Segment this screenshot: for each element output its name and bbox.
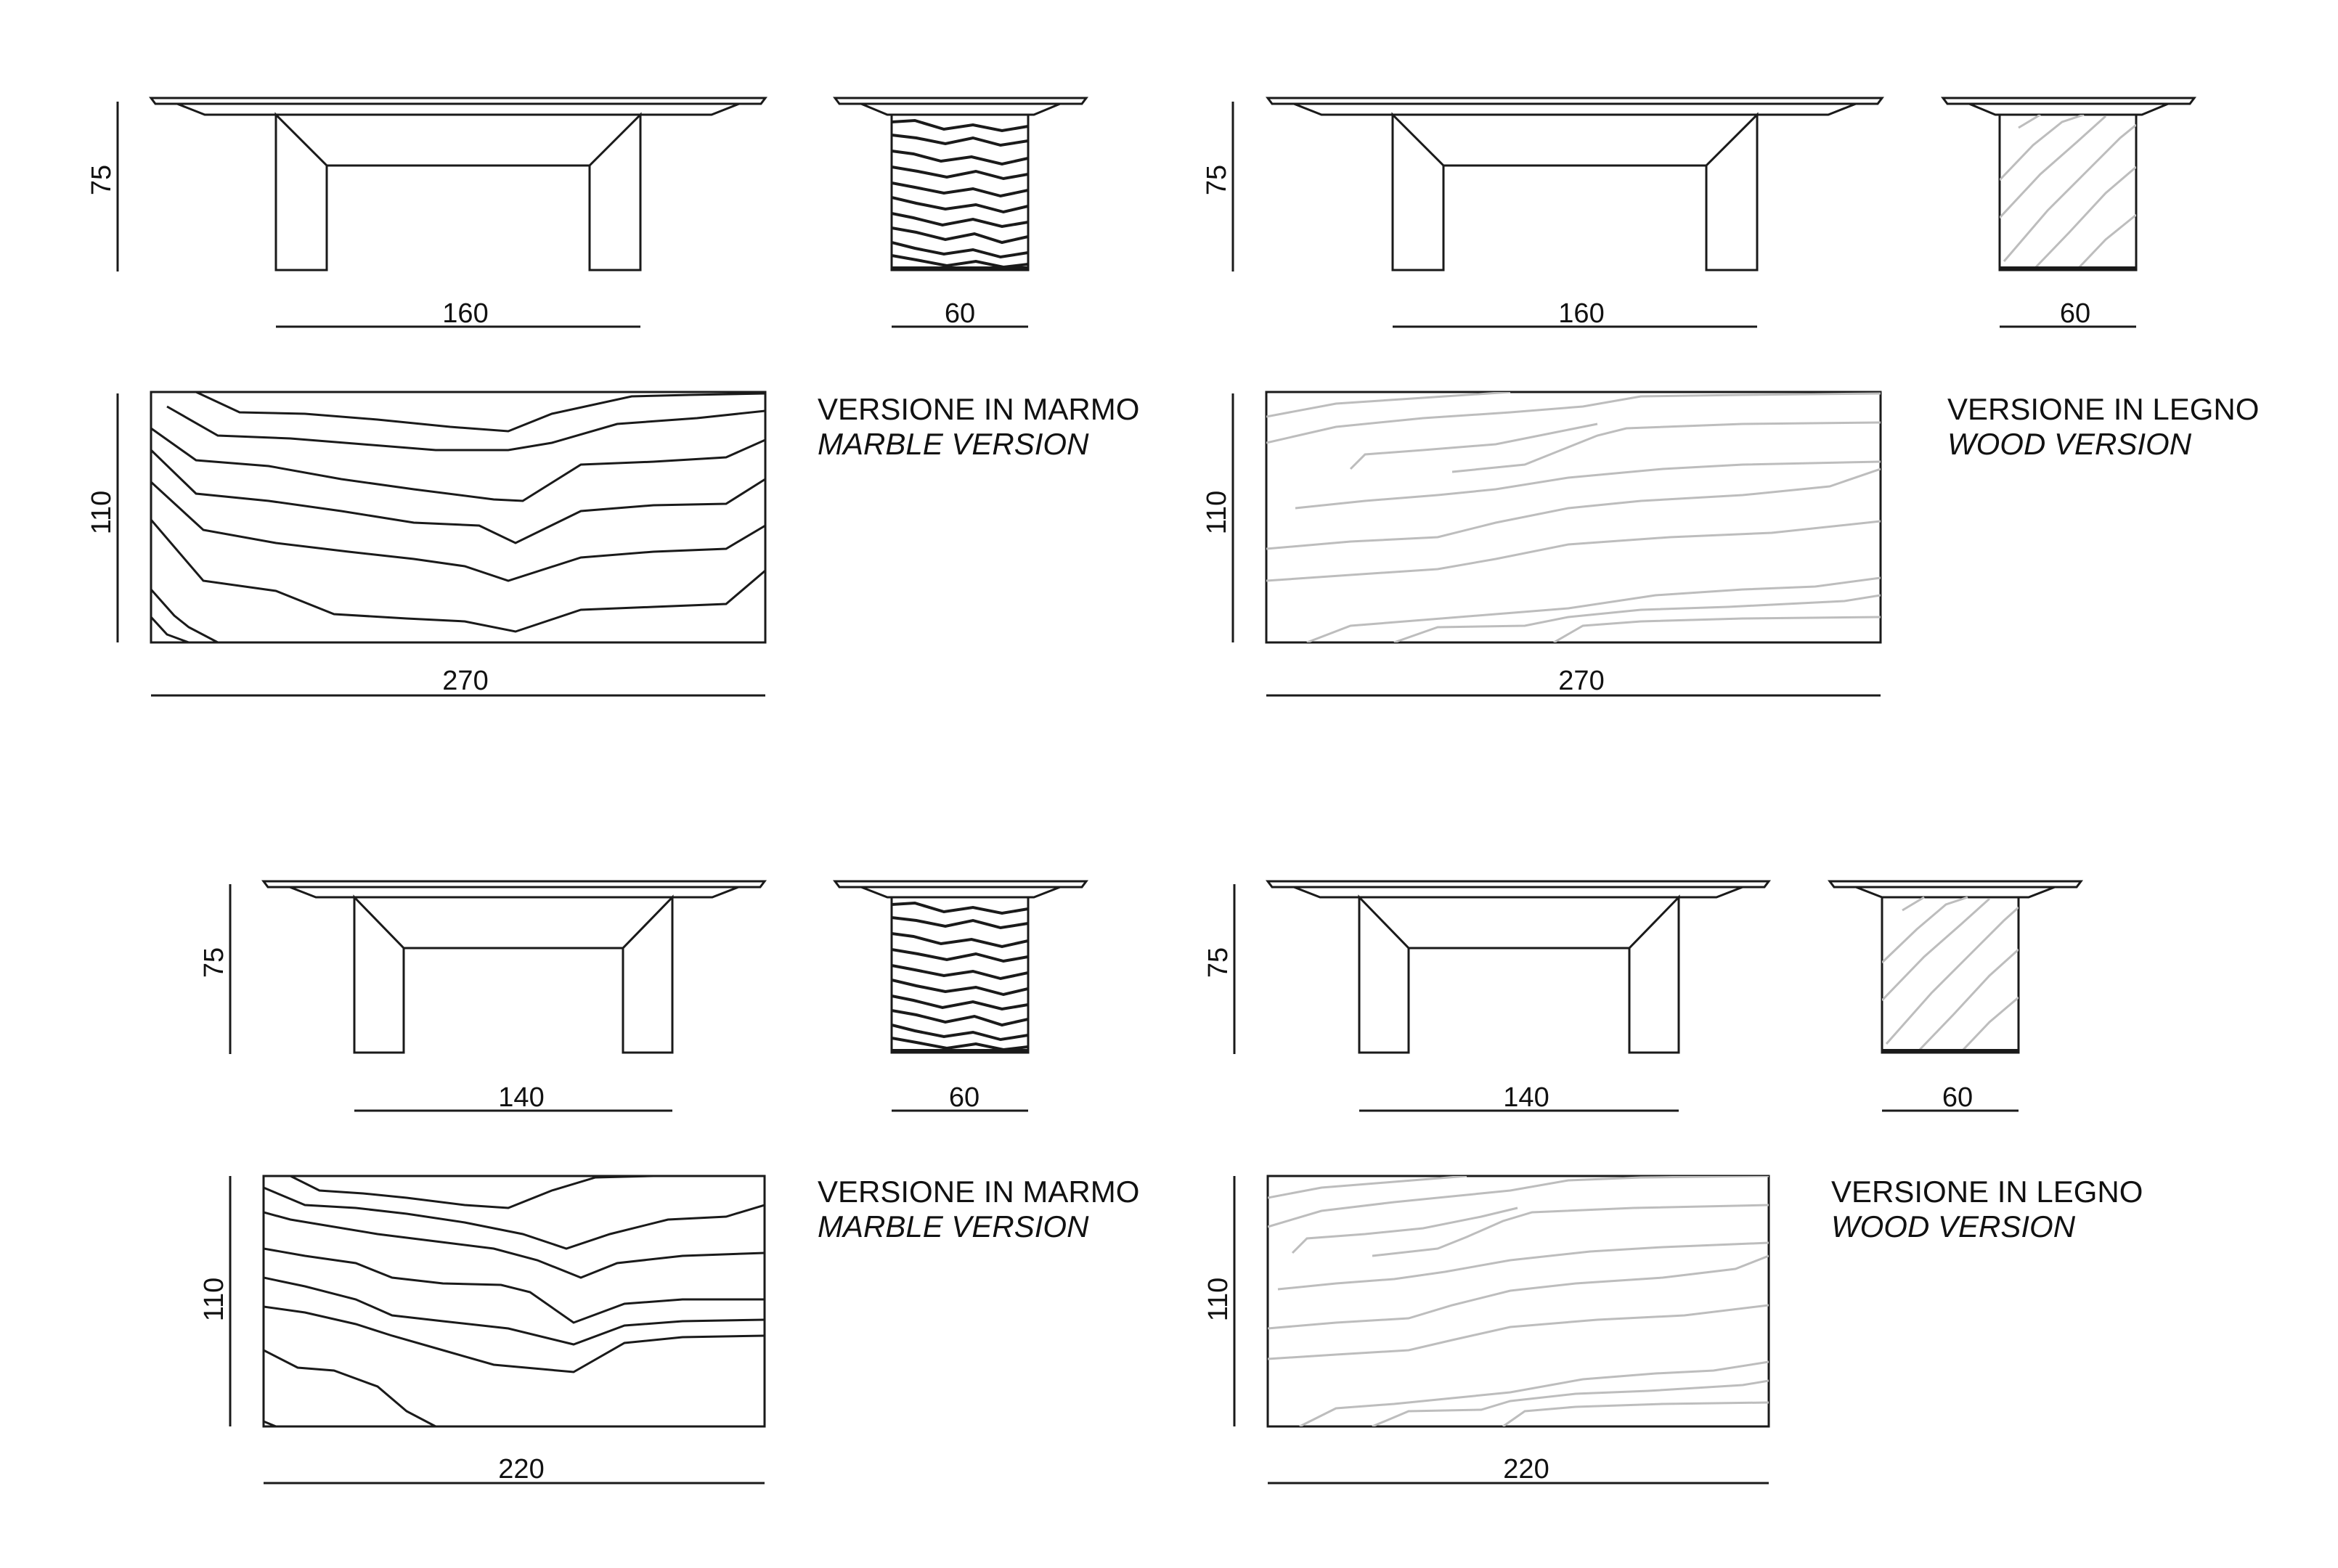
- wood-grain-top: [1266, 392, 1881, 642]
- side-top-edge: [1828, 880, 2083, 899]
- right-leg: [622, 894, 674, 1054]
- variant-wood-160: [1231, 97, 2196, 697]
- wood-grain-side: [1882, 897, 2019, 1052]
- left-leg: [1358, 894, 1410, 1054]
- left-leg: [1391, 112, 1445, 271]
- side-top-edge: [1941, 97, 2196, 116]
- wood-grain-side: [2000, 115, 2136, 270]
- side-leg-slab: [1998, 113, 2138, 271]
- variant-wood-140: [1233, 880, 2083, 1485]
- front-width-label: 140: [498, 1082, 544, 1113]
- height-label: 75: [199, 947, 229, 978]
- top-plan-view: [1266, 1175, 1770, 1428]
- wood-grain-top: [1268, 1176, 1769, 1426]
- left-leg: [353, 894, 405, 1054]
- side-depth-label: 60: [945, 298, 975, 329]
- height-label: 75: [86, 165, 117, 195]
- tabletop-plan: [1265, 391, 1882, 644]
- height-label: 75: [1203, 947, 1234, 978]
- tabletop-plan: [150, 391, 767, 644]
- top-depth-label: 110: [1202, 491, 1232, 535]
- tabletop-edge: [1266, 97, 1884, 116]
- caption-english: WOOD VERSION: [1831, 1209, 2076, 1244]
- caption-italian: VERSIONE IN MARMO: [818, 392, 1139, 426]
- front-width-label: 140: [1503, 1082, 1549, 1113]
- tabletop-edge: [149, 97, 767, 116]
- side-top-edge: [833, 880, 1088, 899]
- variant-wood-140-labels: 75 140 60 110 220 VERSIONE IN LEGNO WOOD…: [1203, 947, 2143, 1485]
- top-plan-view: [1265, 391, 1882, 644]
- tabletop-edge: [261, 880, 767, 899]
- front-elevation: [261, 880, 767, 1054]
- caption-italian: VERSIONE IN LEGNO: [1831, 1175, 2143, 1209]
- left-leg: [274, 112, 328, 271]
- side-depth-label: 60: [949, 1082, 979, 1113]
- side-top-edge: [833, 97, 1088, 116]
- front-width-label: 160: [442, 298, 488, 329]
- variant-marble-160-labels: 75 160 60 110 270 VERSIONE IN MARMO MARB…: [86, 165, 1139, 696]
- side-depth-label: 60: [2060, 298, 2090, 329]
- variant-marble-160: [116, 97, 1088, 697]
- right-leg: [1628, 894, 1680, 1054]
- front-width-label: 160: [1558, 298, 1604, 329]
- side-elevation: [833, 97, 1088, 271]
- marble-veins-side: [892, 118, 1028, 269]
- side-elevation: [1828, 880, 2083, 1054]
- height-label: 75: [1202, 165, 1232, 195]
- side-elevation: [833, 880, 1088, 1054]
- top-depth-label: 110: [86, 491, 117, 535]
- side-depth-label: 60: [1942, 1082, 1973, 1113]
- tabletop-edge: [1266, 880, 1771, 899]
- top-length-label: 220: [498, 1454, 544, 1485]
- marble-veins-top: [151, 392, 765, 642]
- top-plan-view: [262, 1175, 766, 1428]
- variant-marble-140-labels: 75 140 60 110 220 VERSIONE IN MARMO MARB…: [199, 947, 1139, 1485]
- tabletop-plan: [1266, 1175, 1770, 1428]
- right-leg: [588, 112, 642, 271]
- marble-veins-side: [892, 901, 1028, 1052]
- right-leg: [1705, 112, 1759, 271]
- caption-italian: VERSIONE IN MARMO: [818, 1175, 1139, 1209]
- top-length-label: 270: [442, 666, 488, 696]
- caption-english: MARBLE VERSION: [818, 427, 1089, 461]
- top-length-label: 270: [1558, 666, 1604, 696]
- top-depth-label: 110: [199, 1278, 229, 1322]
- tabletop-plan: [262, 1175, 766, 1428]
- variant-marble-140: [229, 880, 1088, 1485]
- variant-wood-160-labels: 75 160 60 110 270 VERSIONE IN LEGNO WOOD…: [1202, 165, 2259, 696]
- top-plan-view: [150, 391, 767, 644]
- front-elevation: [149, 97, 767, 271]
- top-length-label: 220: [1503, 1454, 1549, 1485]
- side-elevation: [1941, 97, 2196, 271]
- marble-veins-top: [264, 1176, 765, 1426]
- top-depth-label: 110: [1203, 1278, 1234, 1322]
- front-elevation: [1266, 97, 1884, 271]
- caption-italian: VERSIONE IN LEGNO: [1947, 392, 2259, 426]
- caption-english: MARBLE VERSION: [818, 1209, 1089, 1244]
- front-elevation: [1266, 880, 1771, 1054]
- caption-english: WOOD VERSION: [1947, 427, 2192, 461]
